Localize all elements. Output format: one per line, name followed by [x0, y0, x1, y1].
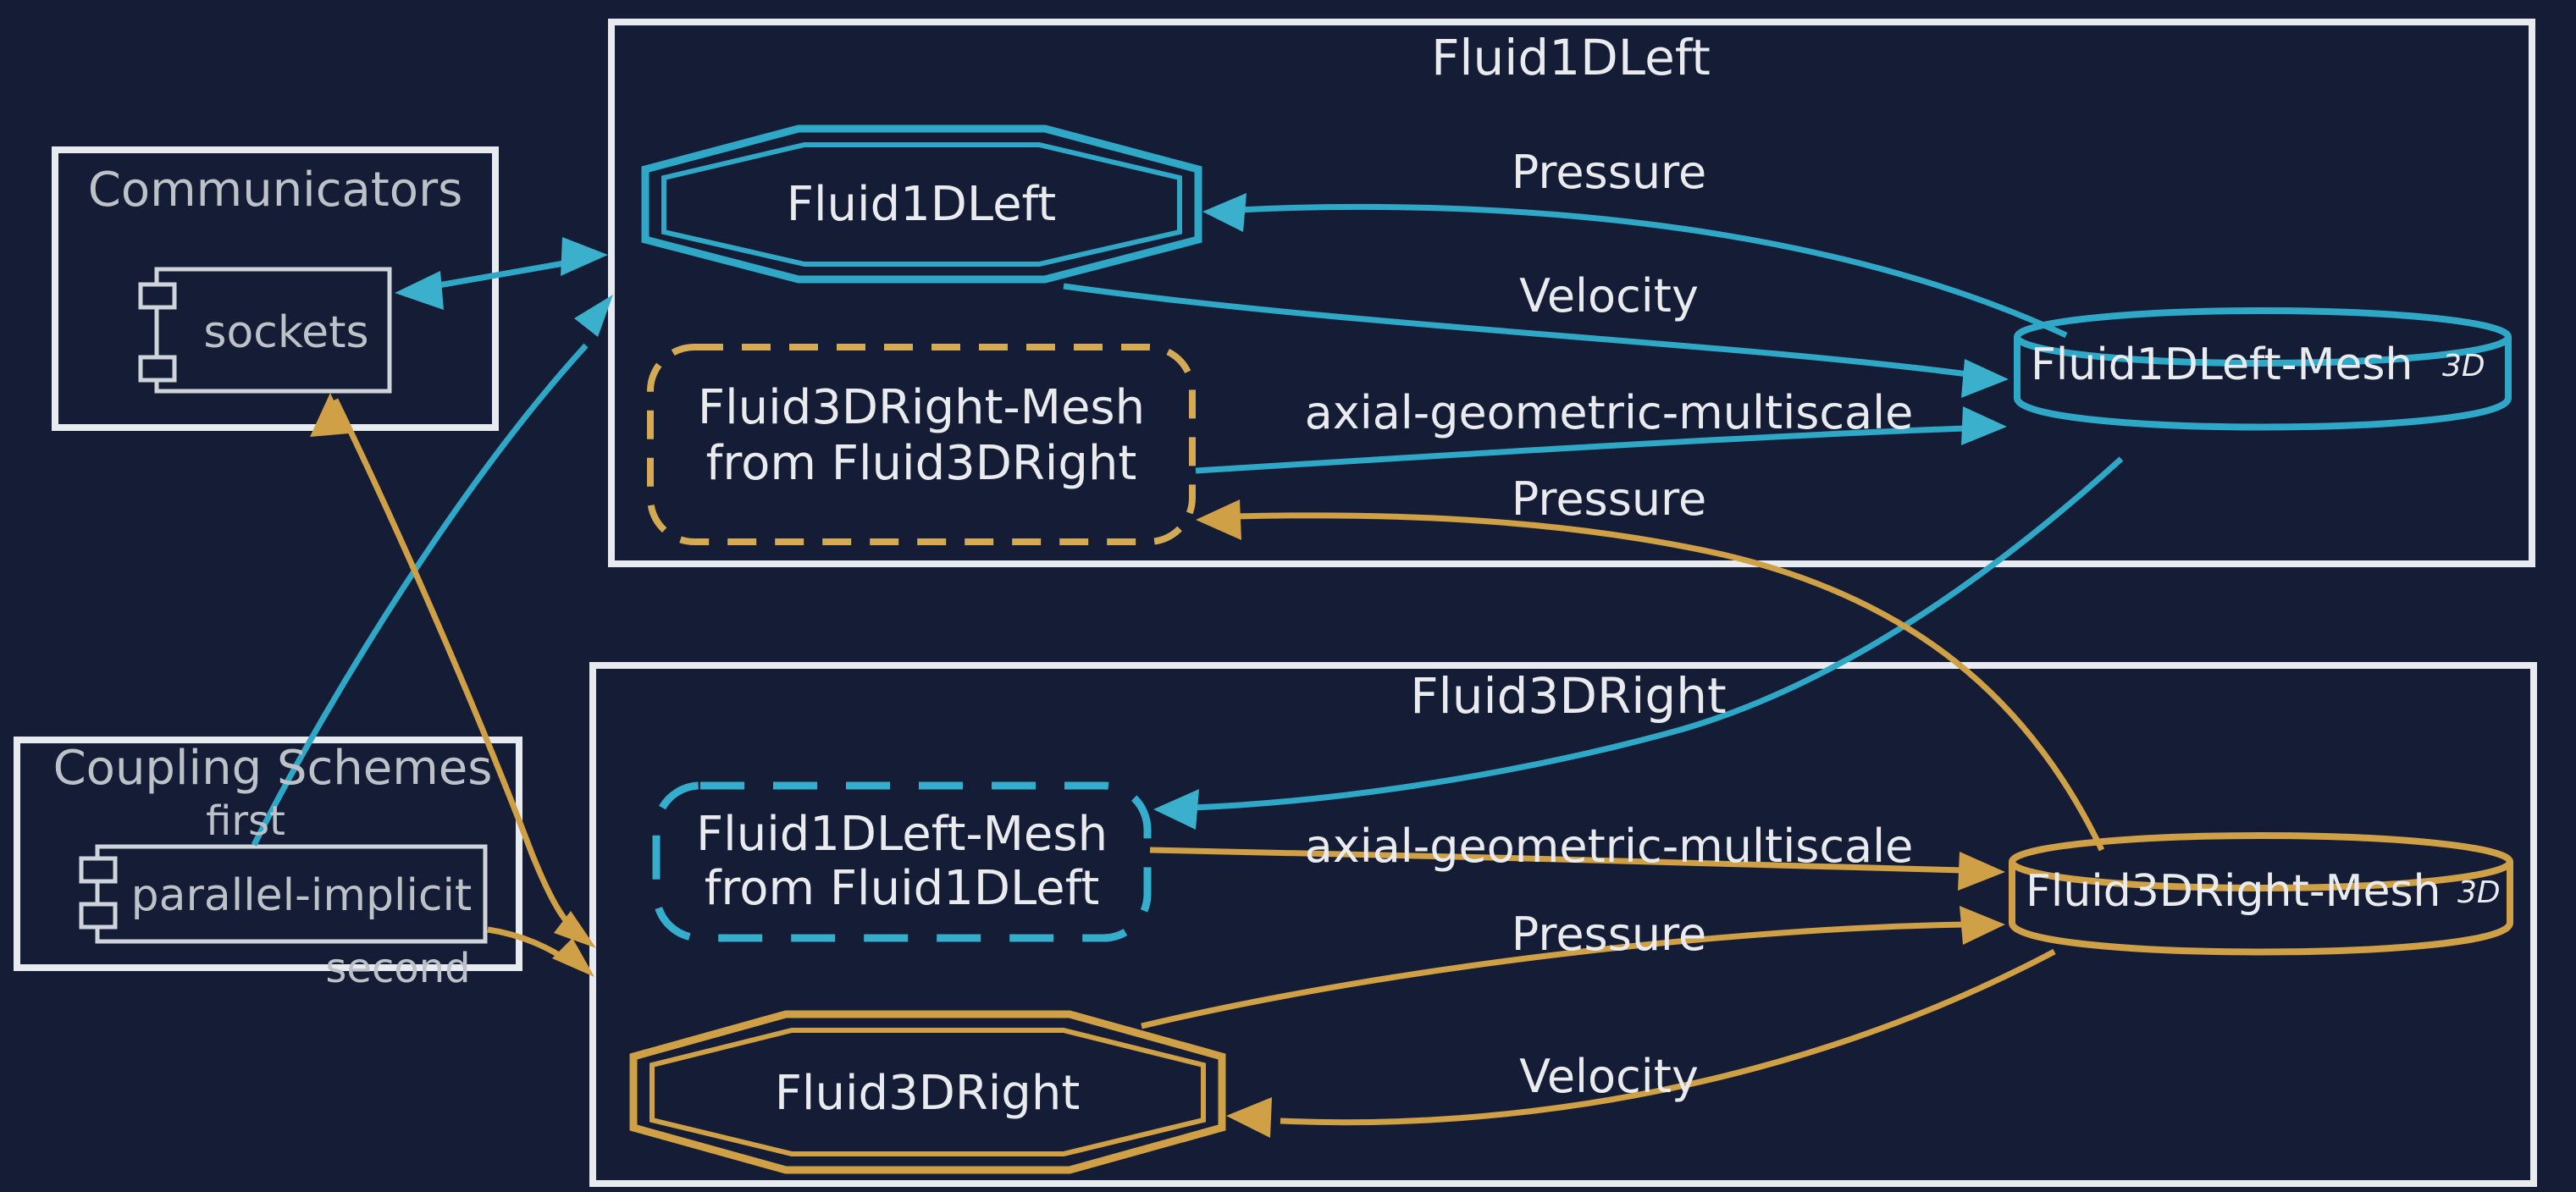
arrowhead-sockets-right-a: [310, 393, 349, 437]
edge-sockets-left: [433, 259, 570, 290]
labels: Communicators sockets Coupling Schemes f…: [53, 29, 2501, 1121]
cylinder-body-left: [2014, 337, 2512, 431]
coupling-component-body: [95, 844, 488, 944]
cylinder-rim-right: [2009, 832, 2513, 891]
right-participant-label: Fluid3DRight: [775, 1066, 1081, 1121]
right-read-label: Velocity: [1519, 1050, 1699, 1103]
right-write-label: Pressure: [1512, 908, 1707, 961]
coupling-title: Coupling Schemes: [53, 741, 493, 796]
edge-sockets-right: [332, 398, 585, 941]
left-mapping-label: axial-geometric-multiscale: [1305, 386, 1914, 439]
parallel-implicit-label: parallel-implicit: [131, 870, 473, 921]
arrowhead-read-velocity: [1226, 1097, 1272, 1138]
coupling-component-tab-top: [79, 856, 118, 884]
octagon-outer-right: [629, 1010, 1226, 1174]
left-participant-label: Fluid1DLeft: [787, 177, 1056, 232]
right-received-mesh-line2: from Fluid1DLeft: [705, 861, 1100, 916]
arrowhead-coupling-first: [574, 295, 613, 337]
participant-node-fluid1dleft: [641, 124, 1202, 284]
component-parallel-implicit: [79, 844, 488, 944]
coupling-first-label: first: [206, 797, 285, 845]
edge-read-velocity: [1280, 948, 2056, 1126]
octagon-inner-right: [650, 1028, 1206, 1156]
participant-node-fluid3dright: [629, 1010, 1226, 1174]
left-received-mesh-line2: from Fluid3DRight: [706, 436, 1137, 491]
left-exchange-label: Pressure: [1512, 472, 1707, 526]
arrowhead-sockets-left-b: [561, 237, 608, 276]
arrowhead-read-pressure: [1202, 193, 1247, 232]
edge-exchange-pressure: [1234, 512, 2105, 852]
communicators-box-border: [52, 146, 499, 431]
edge-exchange-velocity: [1191, 456, 2124, 811]
sockets-component-tab-bottom: [138, 355, 177, 383]
sockets-component-body: [154, 267, 392, 394]
left-mesh-label: Fluid1DLeft-Mesh: [2031, 339, 2413, 390]
sockets-component-tab-top: [138, 282, 177, 310]
right-box-title: Fluid3DRight: [1410, 667, 1726, 725]
arrowhead-write-velocity: [1961, 359, 2009, 398]
sockets-label: sockets: [203, 307, 368, 358]
left-mesh-dim: 3D: [2442, 349, 2485, 384]
edges: [251, 193, 2124, 1138]
received-mesh-node-left: [647, 344, 1196, 545]
component-sockets: [138, 267, 392, 394]
left-received-mesh-line1: Fluid3DRight-Mesh: [698, 380, 1145, 435]
coupling-box-border: [14, 737, 522, 971]
received-mesh-dashed-border-left: [647, 344, 1196, 545]
edge-write-pressure: [1141, 921, 1967, 1029]
communicators-box: [52, 146, 499, 431]
participant-box-left-border: [608, 19, 2535, 567]
participant-box-fluid1dleft: [608, 19, 2535, 567]
participant-box-fluid3dright: [589, 662, 2537, 1187]
edge-coupling-first: [251, 343, 589, 847]
arrowhead-coupling-second: [552, 938, 594, 977]
received-mesh-node-right: [652, 781, 1152, 942]
right-mesh-dim: 3D: [2457, 875, 2501, 910]
edge-write-velocity: [1063, 283, 1969, 378]
edge-mapping-right: [1149, 847, 1964, 874]
arrowhead-exchange-pressure: [1196, 499, 1241, 540]
received-mesh-dashed-border-right: [652, 781, 1152, 942]
arrowhead-write-pressure: [1960, 906, 2005, 945]
right-mapping-label: axial-geometric-multiscale: [1305, 820, 1914, 873]
right-mesh-label: Fluid3DRight-Mesh: [2026, 866, 2441, 917]
octagon-outer-left: [641, 124, 1202, 284]
coupling-second-label: second: [325, 945, 470, 992]
arrowhead-mapping-left: [1961, 406, 2007, 445]
mesh-cylinder-fluid1dleft: [2014, 307, 2512, 431]
mesh-cylinder-fluid3dright: [2009, 832, 2513, 956]
arrowhead-exchange-velocity: [1153, 789, 1199, 830]
left-read-label: Pressure: [1512, 146, 1707, 199]
cylinder-body-right: [2009, 862, 2513, 956]
communicators-title: Communicators: [88, 163, 463, 218]
arrowhead-mapping-right: [1958, 852, 2005, 891]
coupling-schemes-box: [14, 737, 522, 971]
octagon-inner-left: [661, 142, 1182, 267]
arrowhead-sockets-right-b: [554, 911, 596, 948]
cylinder-rim-left: [2014, 307, 2512, 367]
coupling-component-tab-bottom: [79, 902, 118, 930]
edge-mapping-left: [1195, 425, 1967, 474]
left-box-title: Fluid1DLeft: [1431, 29, 1711, 86]
right-received-mesh-line1: Fluid1DLeft-Mesh: [696, 807, 1108, 862]
arrowhead-sockets-left-a: [395, 271, 444, 310]
edge-read-pressure: [1237, 203, 2068, 339]
participant-box-right-border: [589, 662, 2537, 1187]
left-write-label: Velocity: [1519, 269, 1699, 323]
